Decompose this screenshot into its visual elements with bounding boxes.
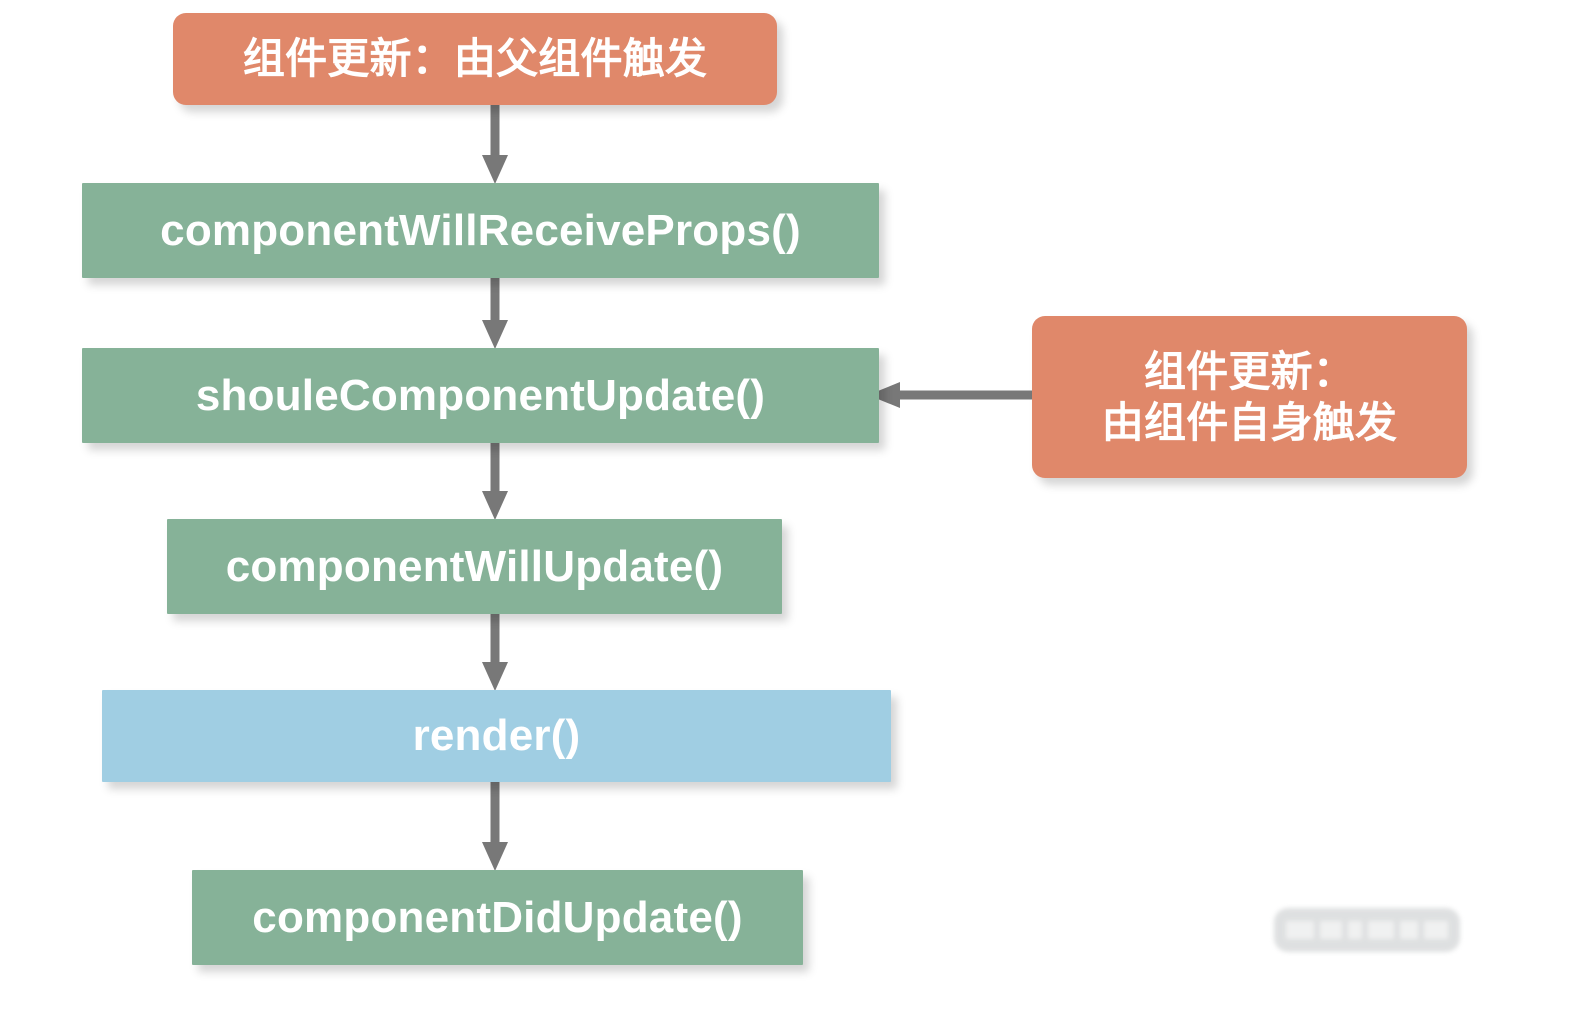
- node-component-did-update[interactable]: componentDidUpdate(): [192, 870, 803, 965]
- arrow-will-receive-props-to-should-update: [481, 273, 509, 353]
- node-component-will-receive-props[interactable]: componentWillReceiveProps(): [82, 183, 879, 278]
- node-trigger-parent[interactable]: 组件更新：由父组件触发: [173, 13, 777, 105]
- watermark-badge: [1274, 908, 1460, 952]
- node-component-will-update[interactable]: componentWillUpdate(): [167, 519, 782, 614]
- arrow-render-to-did-update: [481, 777, 509, 875]
- arrow-should-update-to-will-update: [481, 438, 509, 524]
- node-render[interactable]: render(): [102, 690, 891, 782]
- arrow-trigger-parent-to-will-receive-props: [481, 100, 509, 188]
- arrow-will-update-to-render: [481, 609, 509, 695]
- node-trigger-self[interactable]: 组件更新： 由组件自身触发: [1032, 316, 1467, 478]
- node-should-component-update[interactable]: shouleComponentUpdate(): [82, 348, 879, 443]
- arrow-trigger-self-to-should-update: [866, 381, 1042, 409]
- watermark-blocks: [1286, 915, 1448, 945]
